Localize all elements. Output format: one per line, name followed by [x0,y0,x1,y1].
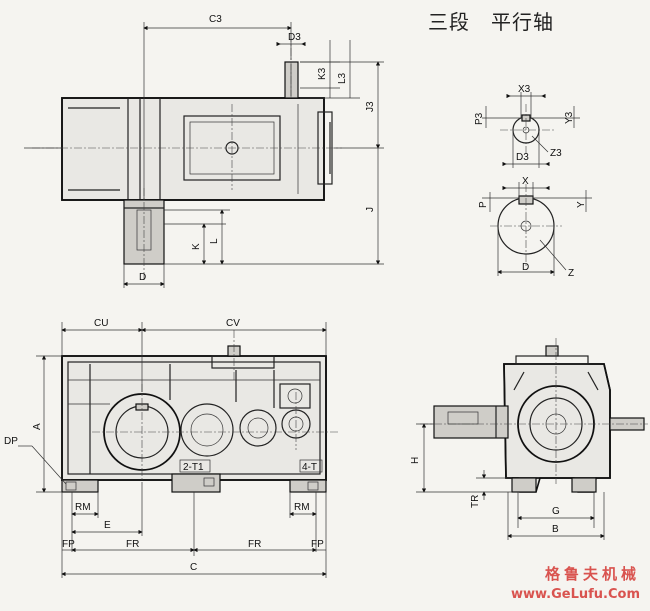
dim-label-2-t1: 2-T1 [183,462,204,473]
dim-label-fp-left: FP [62,539,75,550]
dim-label-g: G [552,506,560,517]
side-output-shaft [433,405,509,439]
dim-label-z3: Z3 [550,148,562,159]
watermark-cn: 格鲁夫机械 [544,565,640,583]
watermark-url: www.GeLufu.Com [510,587,640,602]
dim-label-l3: L3 [337,72,348,84]
dim-label-j: J [365,207,376,212]
front-view-labels: CU CV A DP RM RM E FP FR FR FP C 2-T1 4-… [4,318,324,573]
dim-label-y: Y [576,201,587,208]
input-shaft-top [284,61,299,99]
top-view [24,22,384,288]
drawing-title: 三段 平行轴 [428,10,554,34]
dim-label-fr-left: FR [126,539,139,550]
dim-label-k3: K3 [317,67,328,80]
dim-label-j3: J3 [365,101,376,112]
dim-label-dp: DP [4,436,18,447]
intermediate-gear [180,403,234,457]
shaft-section-input [482,92,580,168]
dim-label-4-t: 4-T [302,462,317,473]
dim-label-e: E [104,520,111,531]
side-view [416,338,648,540]
dim-label-d-section: D [522,262,529,273]
dim-label-c3: C3 [209,14,222,25]
dim-label-p3: P3 [474,112,485,125]
dim-label-rm-right: RM [294,502,310,513]
dim-label-c: C [190,562,197,573]
dim-label-l: L [209,238,220,244]
dim-label-y3: Y3 [564,111,575,124]
dim-label-k: K [191,243,202,250]
side-view-labels: H TR G B [410,457,560,535]
dim-label-rm-left: RM [75,502,91,513]
foot-left [61,479,99,493]
dim-label-cv: CV [226,318,240,329]
dim-label-fr-right: FR [248,539,261,550]
dim-label-x3: X3 [518,84,531,95]
dim-label-p: P [478,201,489,208]
shaft-section-labels: X3 P3 Y3 D3 Z3 X P Y D Z [474,84,587,279]
dim-label-z: Z [568,268,574,279]
dim-label-d3-section: D3 [516,152,529,163]
dim-label-d3: D3 [288,32,301,43]
dim-label-fp-right: FP [311,539,324,550]
dim-label-a: A [32,423,43,430]
dim-label-h: H [410,457,421,464]
dim-label-cu: CU [94,318,108,329]
shaft-section-output [482,182,592,276]
dim-label-b: B [552,524,559,535]
dim-label-d-top: D [139,272,146,283]
foot-middle [171,473,221,493]
dim-label-tr: TR [470,495,481,508]
dim-label-x: X [522,176,529,187]
top-housing [61,97,325,201]
top-view-labels: C3 D3 K3 L3 J3 J K L D [139,14,376,283]
front-view [18,322,340,578]
third-gear [239,409,277,447]
